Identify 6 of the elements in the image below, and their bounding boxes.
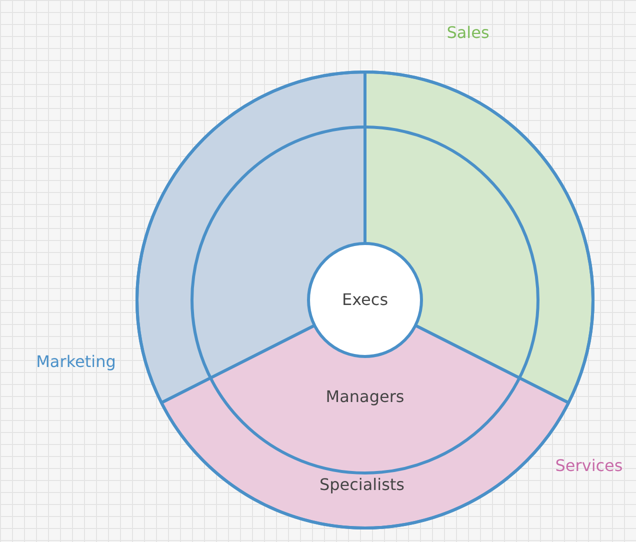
segment-label: Marketing xyxy=(36,354,116,370)
segment-label: Sales xyxy=(446,25,490,41)
segment-label: Services xyxy=(555,458,623,474)
circle-label: Execs xyxy=(342,289,388,311)
segment-label: Specialists xyxy=(319,477,405,493)
segment-label: Managers xyxy=(326,389,404,405)
